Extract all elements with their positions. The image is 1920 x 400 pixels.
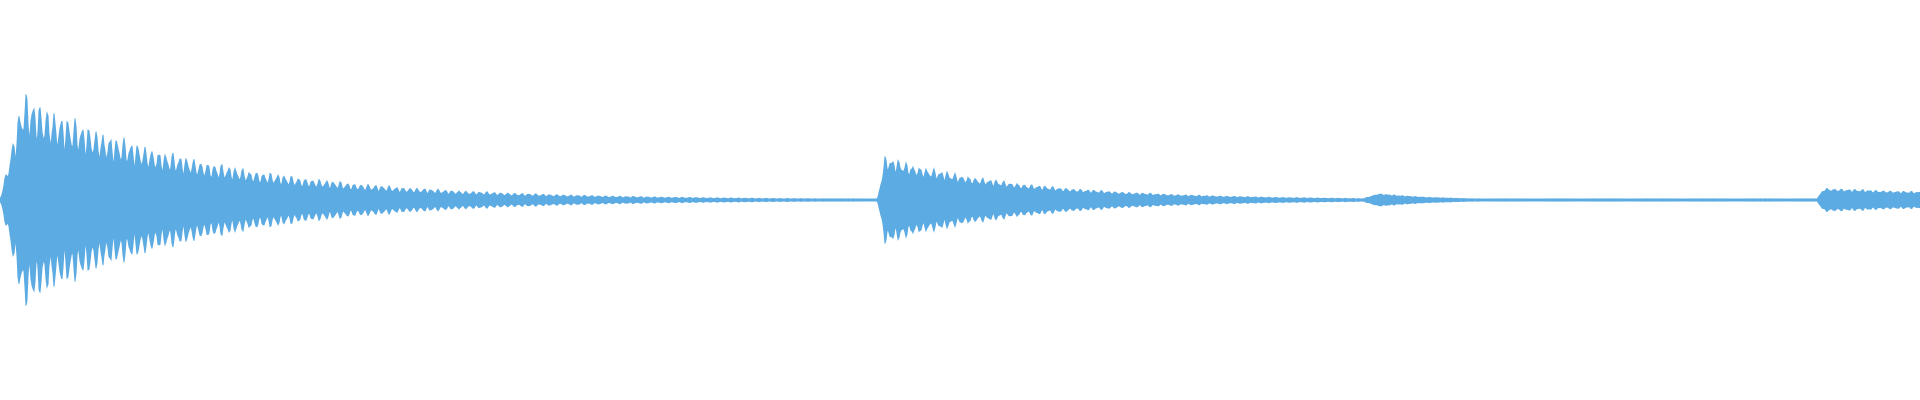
waveform-envelope	[0, 94, 1920, 306]
